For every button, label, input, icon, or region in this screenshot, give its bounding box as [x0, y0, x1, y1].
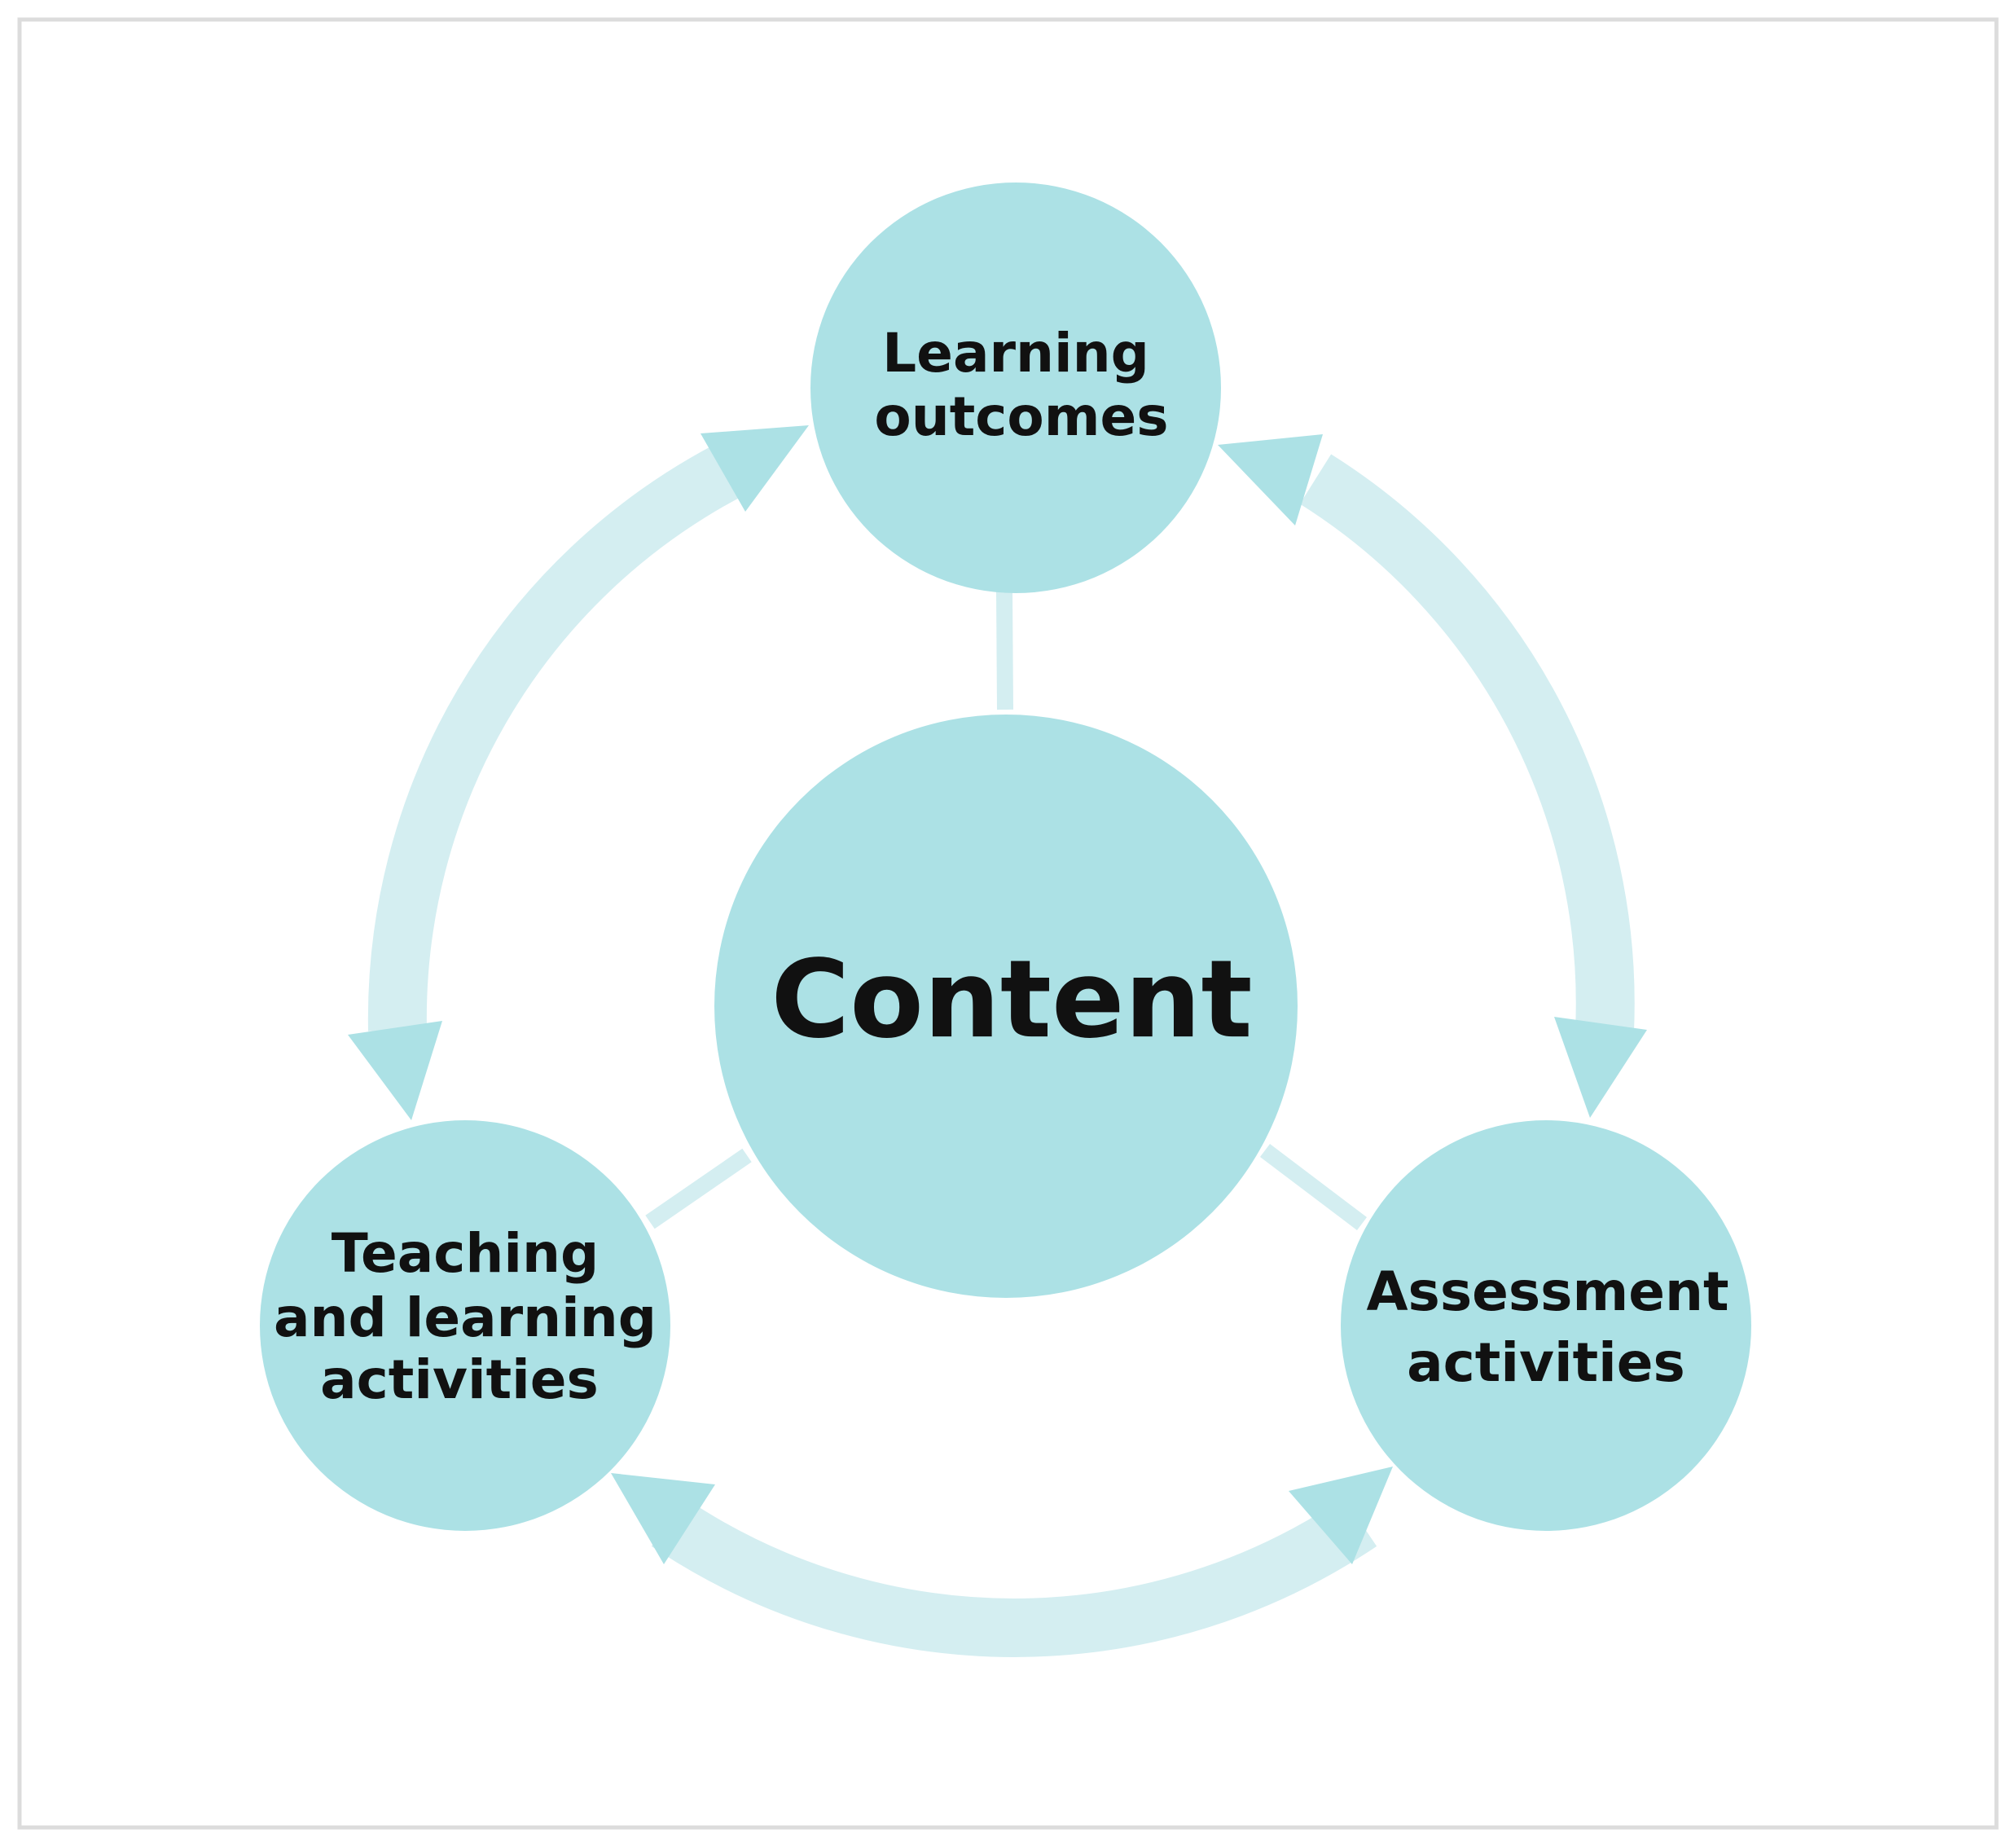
label-learning-outcomes-line-1: Learning	[882, 322, 1149, 385]
label-teaching-learning-line-2: and learning	[274, 1286, 657, 1349]
arc-learning-outcomes-to-assessment	[1299, 454, 1635, 1032]
label-teaching-learning-line-1: Teaching	[332, 1222, 600, 1285]
arrowhead-at-teaching-learning-top	[348, 1021, 442, 1120]
node-learning-outcomes	[810, 183, 1221, 593]
label-learning-outcomes-line-2: outcomes	[874, 385, 1168, 448]
label-assessment-line-1: Assessment	[1366, 1260, 1728, 1323]
spoke-content-to-learning-outcomes	[996, 591, 1013, 710]
cycle-arrows	[348, 425, 1647, 1657]
nodes	[260, 183, 1751, 1531]
spoke-content-to-assessment	[1259, 1144, 1368, 1230]
node-content	[714, 715, 1298, 1298]
node-teaching-learning-activities	[260, 1120, 670, 1531]
label-teaching-learning-line-3: activities	[320, 1348, 599, 1411]
arc-teaching-learning-to-learning-outcomes	[367, 445, 741, 1031]
labels: Learning outcomes Assessment activities …	[274, 322, 1729, 1411]
arrowhead-at-learning-outcomes-left	[701, 425, 809, 512]
arrowhead-at-learning-outcomes-right	[1218, 434, 1323, 526]
spoke-content-to-teaching-learning	[645, 1148, 752, 1229]
arc-assessment-to-teaching-learning	[651, 1497, 1377, 1657]
arrowhead-at-teaching-learning-bottom	[611, 1473, 715, 1564]
label-assessment-line-2: activities	[1407, 1331, 1685, 1394]
arrowhead-at-assessment-top	[1554, 1017, 1647, 1118]
label-content: Content	[771, 937, 1252, 1062]
arrowhead-at-assessment-bottom	[1289, 1467, 1393, 1564]
node-assessment-activities	[1341, 1120, 1751, 1531]
spokes	[645, 591, 1368, 1230]
